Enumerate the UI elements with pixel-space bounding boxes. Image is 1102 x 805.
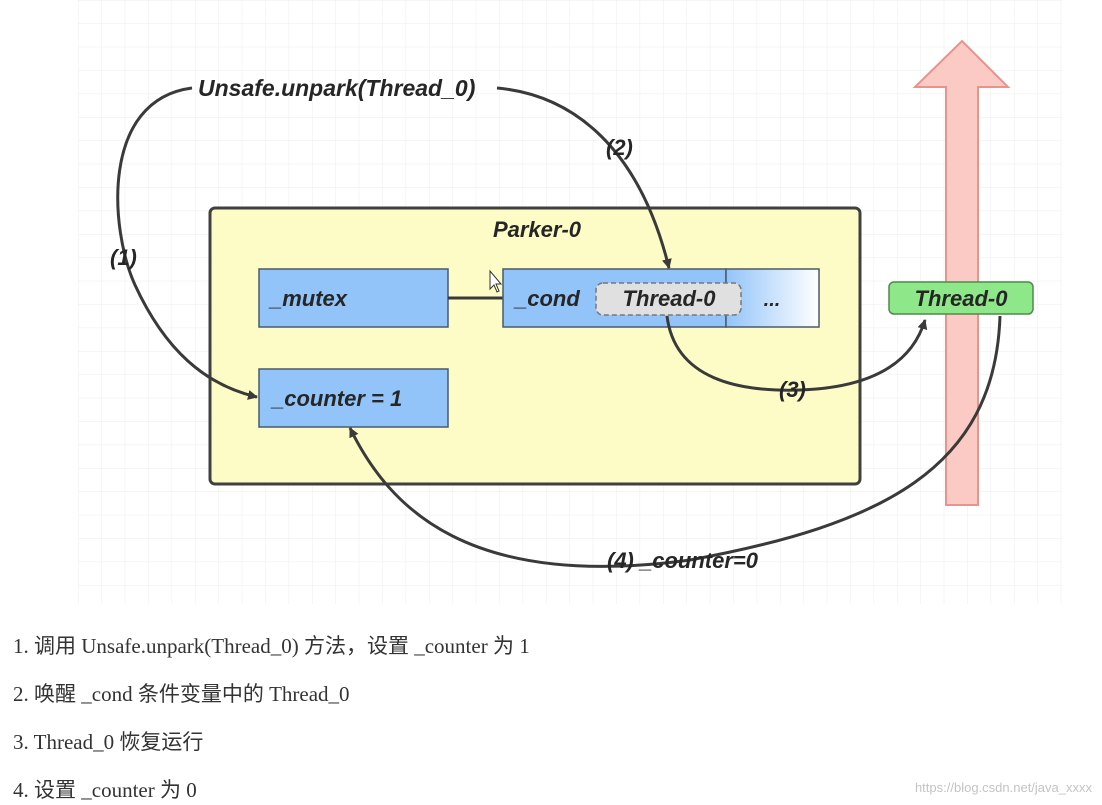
step-3-label: (3) (779, 377, 806, 402)
arrow-step-1 (116, 86, 258, 400)
mutex-label: _mutex (268, 286, 348, 311)
step-1-label: (1) (110, 245, 137, 270)
waiting-thread-pill (595, 282, 742, 316)
running-arrow (912, 39, 1011, 506)
step-text-3: 3. Thread_0 恢复运行 (13, 730, 204, 754)
counter-field (258, 368, 449, 428)
cond-label: _cond (513, 286, 580, 311)
parker-title: Parker-0 (493, 217, 582, 242)
unpark-call-label: Unsafe.unpark(Thread_0) (198, 75, 475, 101)
step-text-1: 1. 调用 Unsafe.unpark(Thread_0) 方法，设置 _cou… (13, 634, 530, 658)
parker-unpark-diagram: Parker-0 _mutex _cond Thread-0 ... _coun… (78, 0, 1062, 604)
step-2-label: (2) (606, 135, 633, 160)
counter-label: _counter = 1 (270, 386, 402, 411)
running-thread-pill (888, 281, 1034, 315)
mouse-cursor-icon (489, 269, 503, 293)
waiting-thread-label: Thread-0 (623, 286, 717, 311)
step-text-4: 4. 设置 _counter 为 0 (13, 778, 197, 802)
step-4-label: (4) _counter=0 (607, 548, 759, 573)
parker-box (208, 206, 862, 486)
step-text-2: 2. 唤醒 _cond 条件变量中的 Thread_0 (13, 682, 350, 706)
arrow-step-3 (665, 315, 928, 392)
arrow-step-2 (496, 86, 672, 269)
cond-more-label: ... (764, 289, 781, 311)
mutex-field (258, 268, 449, 328)
arrow-step-4 (348, 315, 1002, 568)
watermark: https://blog.csdn.net/java_xxxx (914, 780, 1092, 795)
cond-more-cell (725, 268, 820, 328)
running-thread-label: Thread-0 (915, 286, 1009, 311)
